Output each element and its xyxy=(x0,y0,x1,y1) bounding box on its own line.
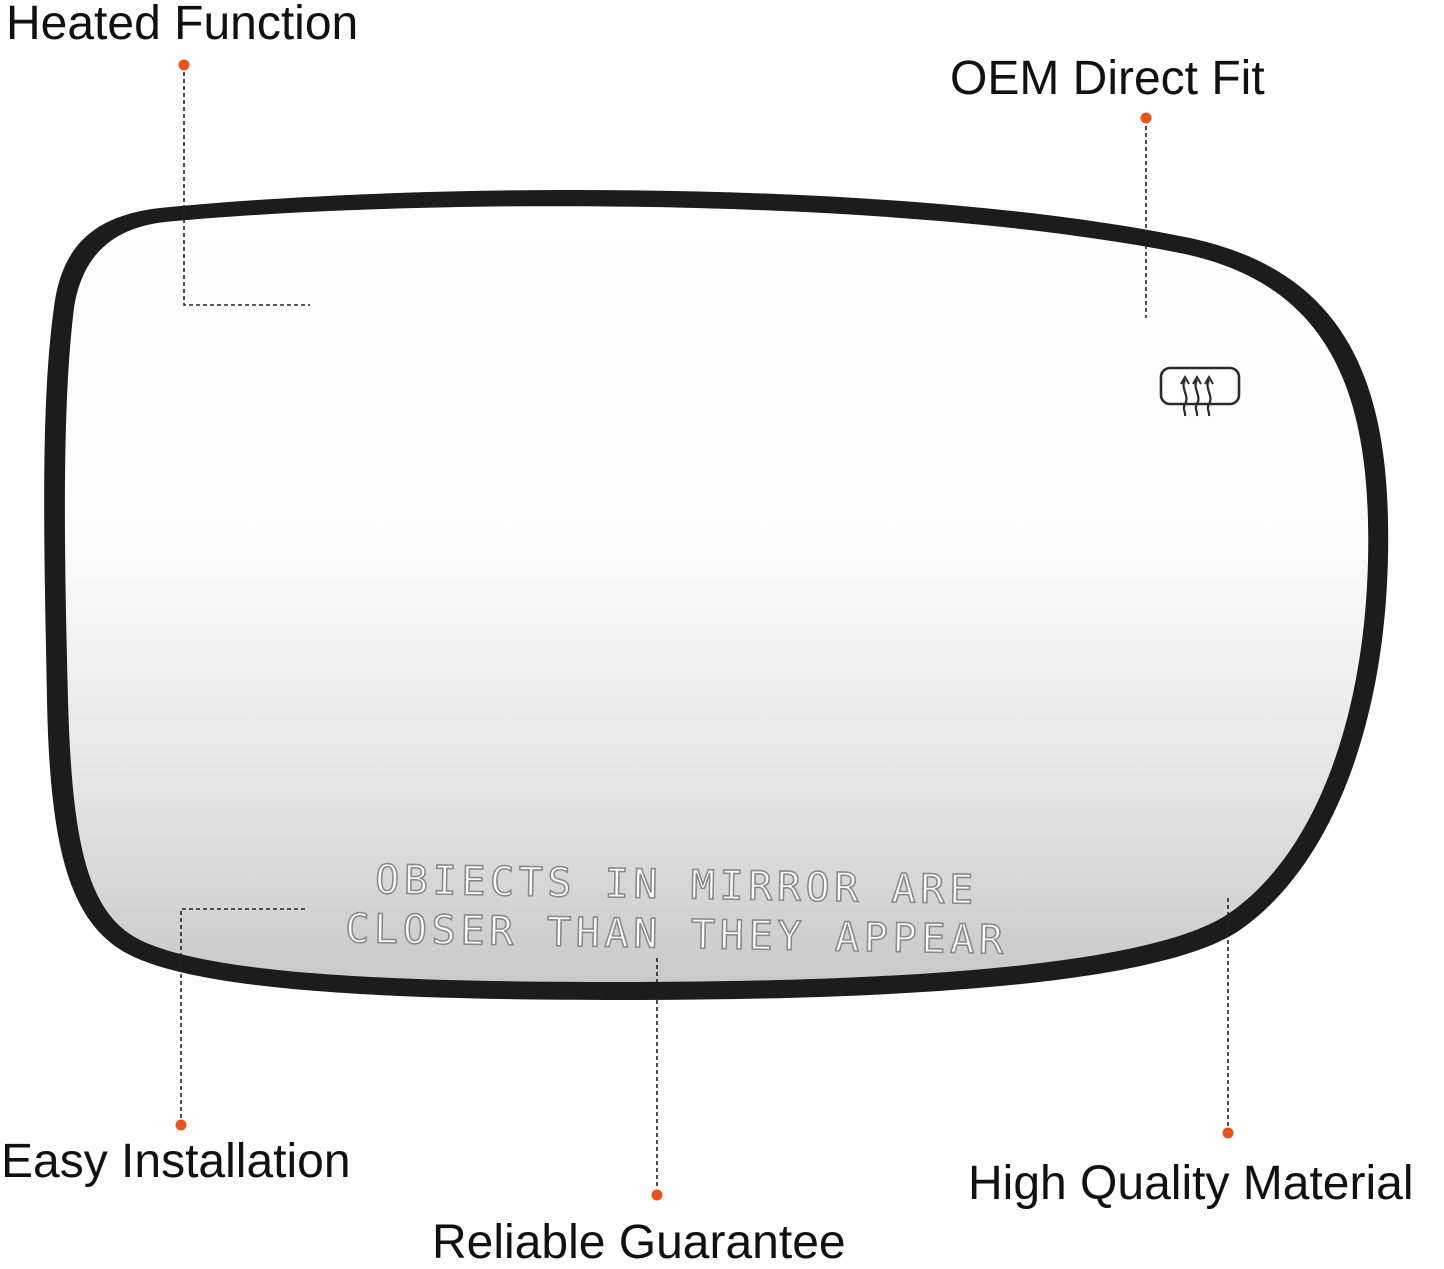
callout-dot-high-quality-material xyxy=(1222,1127,1234,1139)
callout-dot-easy-installation xyxy=(175,1119,187,1131)
callout-reliable-guarantee: Reliable Guarantee xyxy=(432,1216,846,1269)
callout-dot-heated-function xyxy=(178,59,190,71)
callout-high-quality-material: High Quality Material xyxy=(968,1157,1414,1210)
callout-oem-direct-fit: OEM Direct Fit xyxy=(950,52,1265,105)
mirror-glass xyxy=(64,206,1369,982)
callout-dot-oem-direct-fit xyxy=(1140,112,1152,124)
callout-easy-installation: Easy Installation xyxy=(1,1135,351,1188)
heater-defrost-icon xyxy=(1159,366,1241,417)
callout-dot-reliable-guarantee xyxy=(651,1189,663,1201)
mirror-warning-line-1: OBIECTS IN MIRROR ARE xyxy=(375,857,980,914)
leader-heated-function xyxy=(183,72,310,306)
callout-heated-function: Heated Function xyxy=(6,0,359,50)
